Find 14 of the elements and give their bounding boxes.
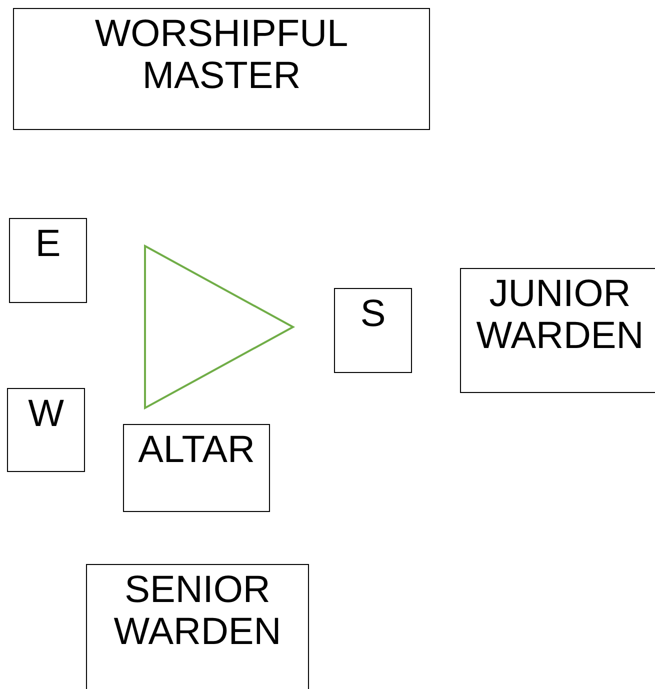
station-box bbox=[334, 288, 412, 373]
station-box bbox=[13, 8, 430, 130]
station-label: JUNIOR WARDEN bbox=[475, 273, 645, 357]
station-box bbox=[123, 424, 270, 512]
station-label: E bbox=[35, 223, 61, 265]
station-box bbox=[460, 268, 655, 393]
station-box bbox=[86, 564, 309, 689]
station-box bbox=[9, 218, 87, 303]
station-box bbox=[7, 388, 85, 472]
station-label: WORSHIPFUL MASTER bbox=[94, 13, 350, 97]
station-label: S bbox=[360, 293, 386, 335]
station-label: SENIOR WARDEN bbox=[112, 569, 282, 653]
station-label: W bbox=[28, 393, 64, 435]
station-label: ALTAR bbox=[138, 429, 255, 471]
